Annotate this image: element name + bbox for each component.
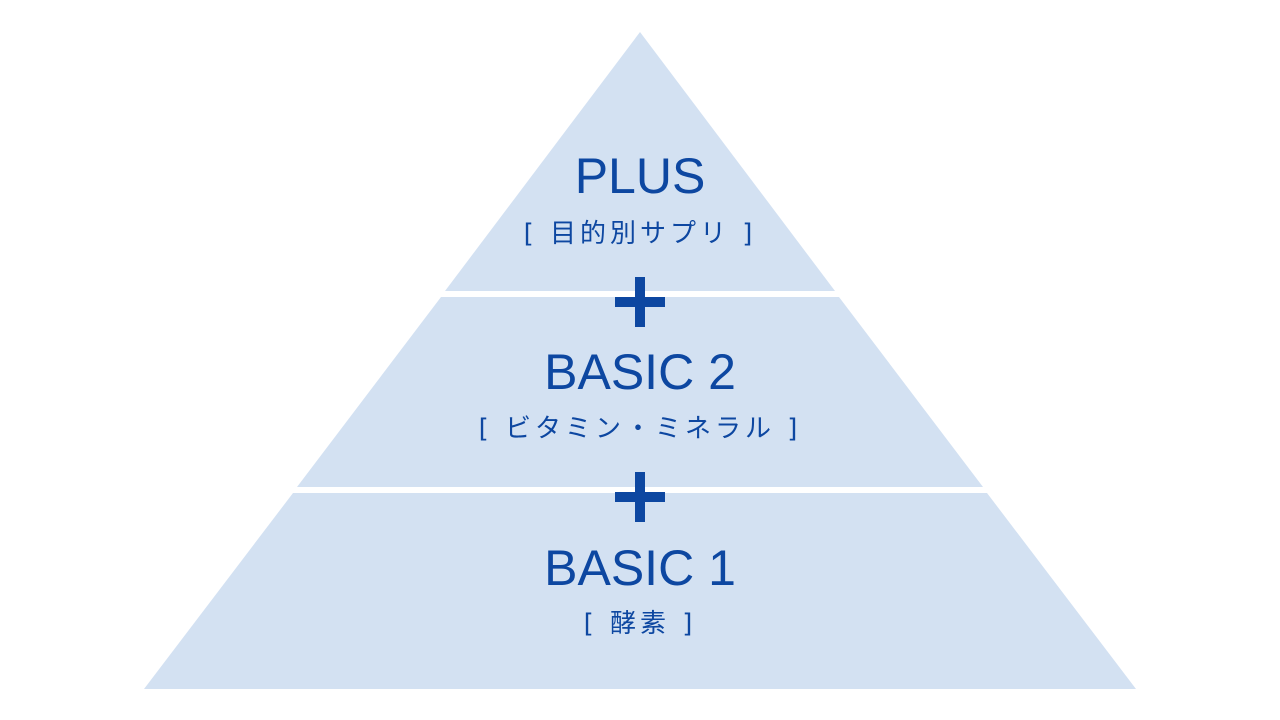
tier-basic2-shape [297,297,983,487]
tier-plus-title: PLUS [575,148,706,204]
tier-basic2-subtitle: [ ビタミン・ミネラル ] [479,414,802,444]
tier-basic1-shape [144,493,1136,689]
tier-basic2-title: BASIC 2 [544,344,736,400]
tier-basic1-subtitle: [ 酵素 ] [584,609,697,639]
tier-basic1-title: BASIC 1 [544,540,736,596]
tier-plus-subtitle: [ 目的別サプリ ] [524,219,757,249]
plus-icon [615,472,665,522]
plus-icon [615,277,665,327]
tier-plus-shape [445,32,835,291]
